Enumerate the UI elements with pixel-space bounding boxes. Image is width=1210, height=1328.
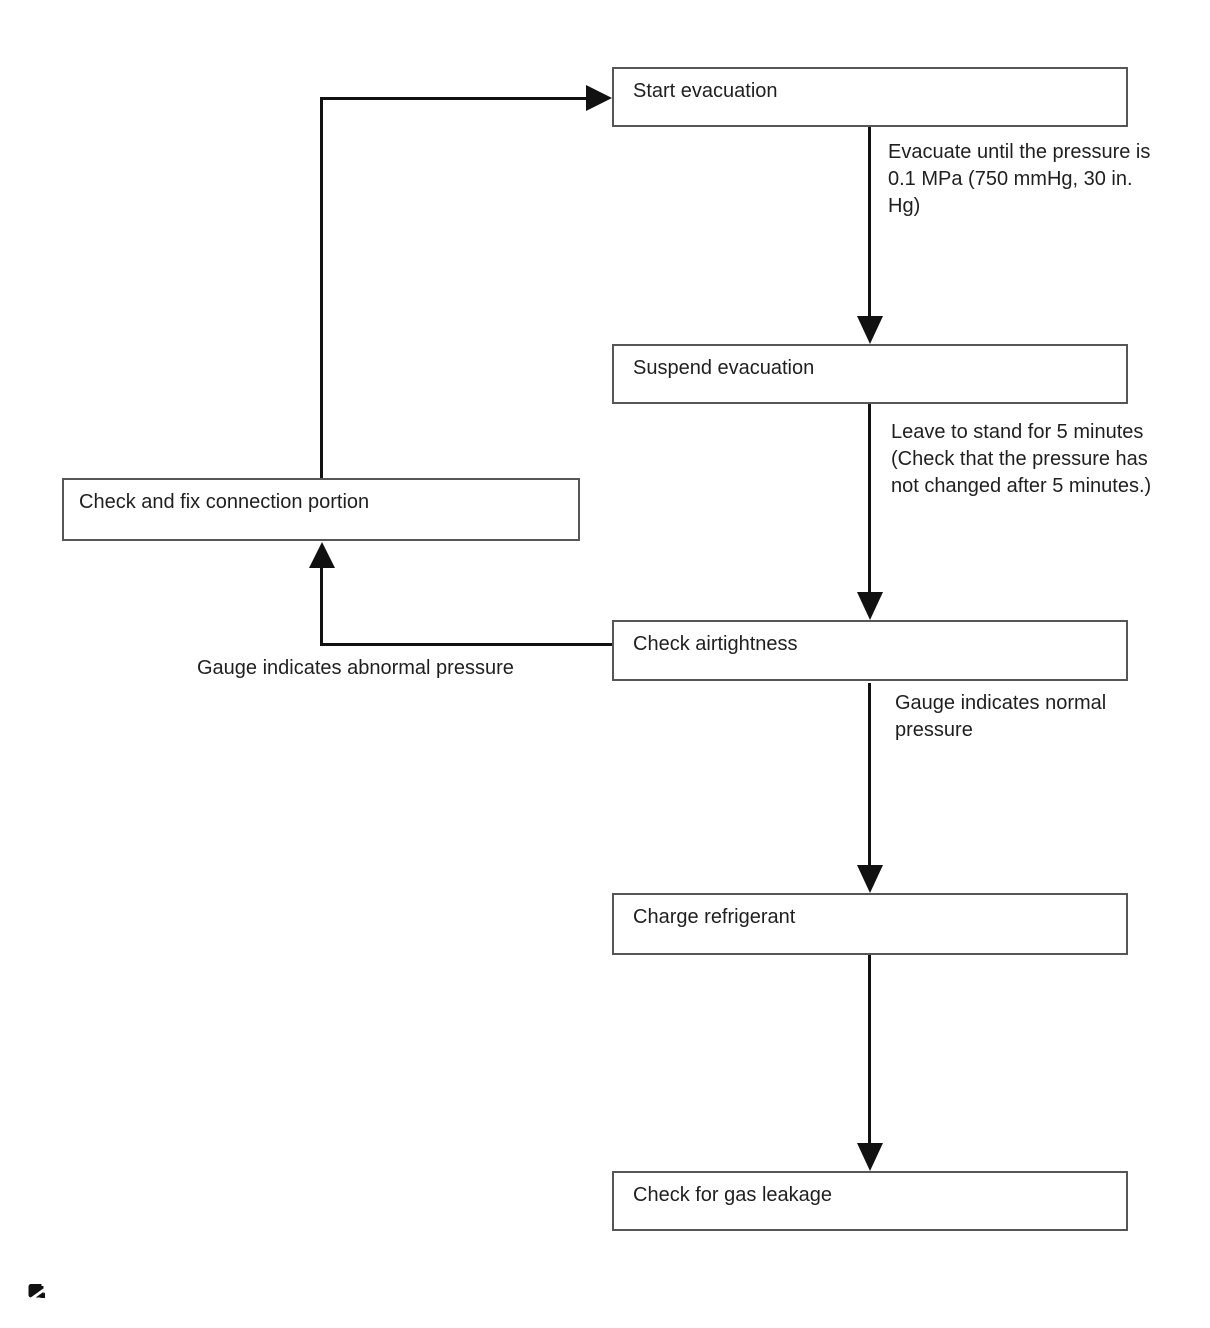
loop-top-horizontal-line (320, 97, 586, 100)
video-clip-icon[interactable] (28, 1283, 46, 1299)
edge-label-evacuate-until-pressure: Evacuate until the pressure is 0.1 MPa (… (888, 141, 1151, 217)
node-check-airtightness: Check airtightness (612, 620, 1128, 681)
connector-airtightness-to-charge-line (868, 683, 871, 867)
connector-charge-to-leakage-line (868, 955, 871, 1145)
arrowhead-into-check-fix-connection (309, 542, 335, 568)
node-check-fix-connection: Check and fix connection portion (62, 478, 580, 541)
node-charge-refrigerant: Charge refrigerant (612, 893, 1128, 955)
arrowhead-into-check-airtightness (857, 592, 883, 620)
node-start-evacuation: Start evacuation (612, 67, 1128, 127)
loop-up-vertical-line (320, 566, 323, 646)
loop-bottom-horizontal-line (320, 643, 612, 646)
arrowhead-into-start-evacuation (586, 85, 612, 111)
connector-suspend-to-airtightness-line (868, 403, 871, 594)
arrowhead-into-check-gas-leakage (857, 1143, 883, 1171)
edge-label-gauge-abnormal-pressure: Gauge indicates abnormal pressure (197, 657, 514, 679)
node-check-gas-leakage: Check for gas leakage (612, 1171, 1128, 1231)
arrowhead-into-suspend-evacuation (857, 316, 883, 344)
connector-start-to-suspend-line (868, 127, 871, 318)
edge-label-gauge-normal-pressure: Gauge indicates normal pressure (895, 692, 1107, 741)
loop-left-vertical-line (320, 97, 323, 478)
video-clip-icon-svg (28, 1283, 45, 1298)
arrowhead-into-charge-refrigerant (857, 865, 883, 893)
edge-label-leave-to-stand: Leave to stand for 5 minutes (Check that… (891, 421, 1152, 497)
node-suspend-evacuation: Suspend evacuation (612, 344, 1128, 404)
